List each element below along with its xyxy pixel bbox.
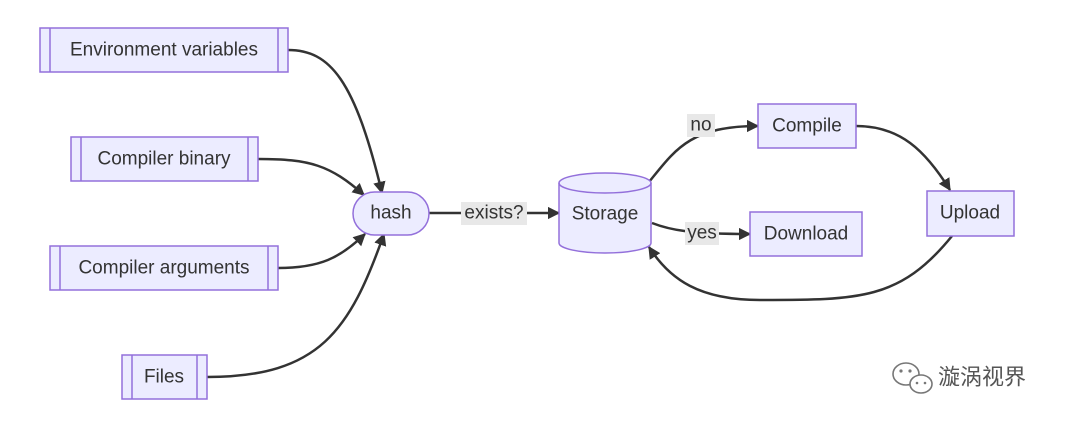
edge-binary-to-hash [257, 157, 365, 196]
node-storage: Storage [558, 172, 652, 254]
edge-label-exists: exists? [461, 202, 527, 225]
node-compile: Compile [757, 103, 857, 149]
node-files-label: Files [144, 367, 184, 388]
edge-env-to-hash [287, 48, 386, 195]
edge-compile-to-upload [855, 124, 952, 192]
node-hash-label: hash [370, 203, 411, 224]
node-hash: hash [352, 191, 430, 236]
edge-args-to-hash [277, 233, 366, 270]
wechat-icon [892, 362, 933, 394]
node-compiler-binary: Compiler binary [70, 136, 259, 182]
edge-upload-to-storage [647, 235, 953, 302]
node-compiler-binary-label: Compiler binary [97, 149, 231, 170]
node-env-vars-label: Environment variables [70, 40, 258, 61]
node-compiler-args-label: Compiler arguments [78, 258, 249, 279]
node-storage-label: Storage [572, 204, 639, 225]
node-compile-label: Compile [772, 116, 842, 137]
edge-label-no-text: no [690, 115, 711, 136]
node-download: Download [749, 211, 863, 257]
watermark-text: 漩涡视界 [938, 366, 1026, 391]
edge-storage-to-compile [648, 119, 760, 183]
node-upload-label: Upload [940, 203, 1000, 224]
node-files: Files [121, 354, 208, 400]
edge-files-to-hash [206, 232, 387, 379]
node-download-label: Download [764, 224, 849, 245]
edge-label-yes-text: yes [687, 223, 717, 244]
node-compiler-args: Compiler arguments [49, 245, 279, 291]
node-upload: Upload [926, 190, 1015, 237]
node-env-vars: Environment variables [39, 27, 289, 73]
edge-label-no: no [687, 114, 715, 137]
watermark: 漩涡视界 [892, 362, 1026, 394]
edge-label-yes: yes [685, 222, 719, 245]
edge-label-exists-text: exists? [464, 203, 523, 224]
